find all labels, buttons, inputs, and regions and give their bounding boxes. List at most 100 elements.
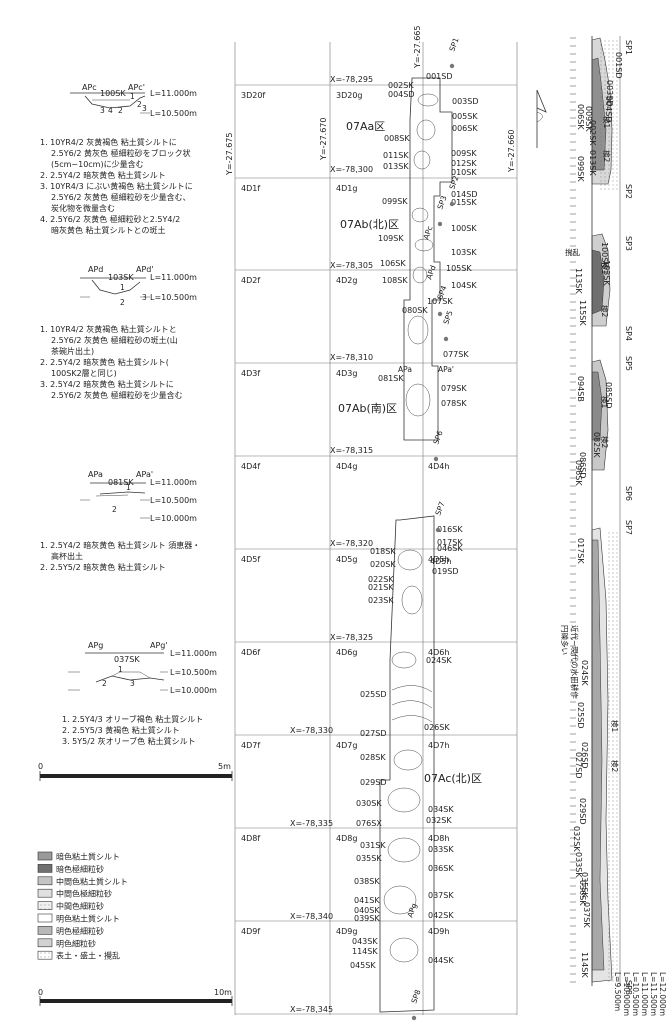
legend-swatch-pattern	[38, 901, 52, 910]
layer-notes: 1. 2.5Y4/3 オリーブ褐色 粘土質シルト 2. 2.5Y5/3 黄褐色 …	[62, 714, 203, 746]
feature-label: 005SK	[452, 112, 478, 121]
ap-marker: APa	[398, 365, 412, 374]
y-coordinates: Y=-27.675 Y=-27.670 Y=-27.665 Y=-27.660	[225, 26, 516, 176]
strip-sp-label: SP4	[624, 326, 633, 341]
scale-start: 0	[38, 762, 43, 771]
sp-marker: SP1	[447, 36, 460, 53]
section-strip	[570, 36, 621, 986]
ap-label: APa'	[136, 470, 153, 479]
feature-label: 023SK	[368, 596, 394, 605]
strip-level: L=11.500m	[649, 972, 658, 1016]
feature-label: 030SK	[356, 799, 382, 808]
strip-note: 検2	[600, 436, 610, 448]
feature-label: 100SK	[451, 224, 477, 233]
feature-label: 021SK	[368, 583, 394, 592]
section-apg: APg 037SK APg' L=11.000m L=10.500m L=10.…	[62, 641, 217, 746]
section-apc: APc 100SK APc' L=11.000m L=10.500m 1 2 3…	[40, 83, 197, 235]
ap-label: APg'	[150, 641, 168, 650]
feature-label: 105SK	[446, 264, 472, 273]
feature-label: 001SD	[426, 72, 453, 81]
ap-label: APc'	[128, 83, 145, 92]
level-label: L=11.000m	[150, 478, 197, 487]
legend-swatch	[37, 876, 53, 886]
legend-label: 明色極細粒砂	[56, 926, 104, 936]
strip-feature-label: 113SK	[574, 268, 583, 294]
strip-level: L=10.000m	[622, 972, 631, 1016]
note-line: 3. 5Y5/2 灰オリーブ色 粘土質シルト	[62, 736, 196, 746]
note-line: 1. 2.5Y4/3 オリーブ褐色 粘土質シルト	[62, 714, 203, 724]
strip-level: L=12.000m	[658, 972, 667, 1016]
note-line: 2. 2.5Y5/3 黄褐色 粘土質シルト	[62, 725, 180, 735]
strip-feature-label: 037SK	[582, 902, 591, 928]
feature-label: 076SX	[356, 819, 382, 828]
strip-feature-label: 013SK	[588, 150, 597, 176]
legend-swatch	[37, 926, 53, 935]
strip-feature-label: 096SK	[574, 460, 583, 486]
legend: 暗色粘土質シルト暗色極細粒砂中間色粘土質シルト中間色極細粒砂中間色細粒砂明色粘土…	[37, 852, 128, 961]
feature-label: 025SD	[360, 690, 387, 699]
y-coord: Y=-27.660	[507, 130, 516, 173]
grid-cell-label: 4D9g	[336, 927, 357, 936]
scale-bar-10m: 0 10m	[38, 988, 233, 1006]
grid-cell-label: 4D5f	[241, 555, 260, 564]
strip-level: L=10.500m	[631, 972, 640, 1016]
note-line: 茶碗片出土)	[51, 346, 94, 356]
y-coord: Y=-27.670	[319, 118, 328, 161]
layer-number: 2	[120, 298, 125, 307]
strip-sp-label: SP2	[624, 184, 633, 199]
layer-notes: 1. 10YR4/2 灰黄褐色 粘土質シルトと 2.5Y6/2 灰黄色 極細粒砂…	[40, 324, 183, 400]
feature-label: 012SK	[451, 159, 477, 168]
layer-number: 2	[112, 505, 117, 514]
strip-feature-label: 082SK	[592, 432, 601, 458]
level-label: L=11.000m	[150, 273, 197, 282]
feature-label: 033SK	[428, 845, 454, 854]
grid-cell-label: 4D7h	[428, 741, 449, 750]
feature-label: 004SD	[388, 90, 415, 99]
feature-label: 003SD	[452, 97, 479, 106]
strip-feature-label: 086SD	[578, 452, 587, 479]
feature-label: 006SK	[452, 124, 478, 133]
note-line: 2.5Y6/2 灰黄色 極細粒砂の斑土(山	[51, 335, 178, 345]
grid-cell-label: 4D8h	[428, 834, 449, 843]
feature-label: 078SK	[441, 399, 467, 408]
strip-feature-label: 033SK	[574, 852, 583, 878]
layer-number: 4	[108, 106, 113, 115]
strip-feature-label: 017SK	[576, 538, 585, 564]
strip-feature-label: 026SD	[580, 742, 589, 769]
feature-label: 019SD	[432, 567, 459, 576]
ap-marker: APa'	[438, 365, 454, 374]
grid-cell-label: 4D9f	[241, 927, 260, 936]
layer-number: 1	[120, 283, 125, 292]
section-profile	[99, 491, 146, 495]
sp-point	[433, 456, 439, 462]
features-left: 002SK004SD008SK011SK013SK099SK109SK106SK…	[350, 81, 428, 970]
level-label: L=10.500m	[150, 293, 197, 302]
y-coord: Y=-27.665	[413, 26, 422, 69]
ap-label: APg	[88, 641, 103, 650]
feature-label: 045SK	[350, 961, 376, 970]
strip-note: 検1	[602, 116, 612, 128]
feature-label: 034SK	[428, 805, 454, 814]
strip-level: L=11.000m	[640, 972, 649, 1016]
strip-feature-label: 006SK	[576, 104, 585, 130]
feature-label: 036SK	[428, 864, 454, 873]
strip-feature-label: 100SK	[600, 242, 609, 268]
legend-swatch	[37, 888, 53, 898]
section-apa: APa 081SK APa' L=11.000m L=10.500m L=10.…	[40, 470, 200, 572]
section-profile	[95, 675, 165, 683]
x-coord: X=-78,300	[330, 165, 373, 174]
scale-end: 5m	[218, 762, 231, 771]
strip-levels: L=12.000mL=11.500mL=11.000mL=10.500mL=10…	[613, 972, 667, 1016]
strip-feature-label: 024SK	[580, 660, 589, 686]
scale-end: 10m	[214, 988, 232, 997]
feature-label: 020SK	[370, 560, 396, 569]
feature-label: 042SK	[428, 911, 454, 920]
feature-label: 103SK	[108, 273, 134, 282]
strip-sp-label: SP8	[624, 980, 633, 995]
x-coord: X=-78,325	[330, 633, 373, 642]
strip-note: 検2	[602, 150, 612, 162]
feature-label: 080SK	[402, 306, 428, 315]
strip-note: 検1	[600, 396, 610, 408]
